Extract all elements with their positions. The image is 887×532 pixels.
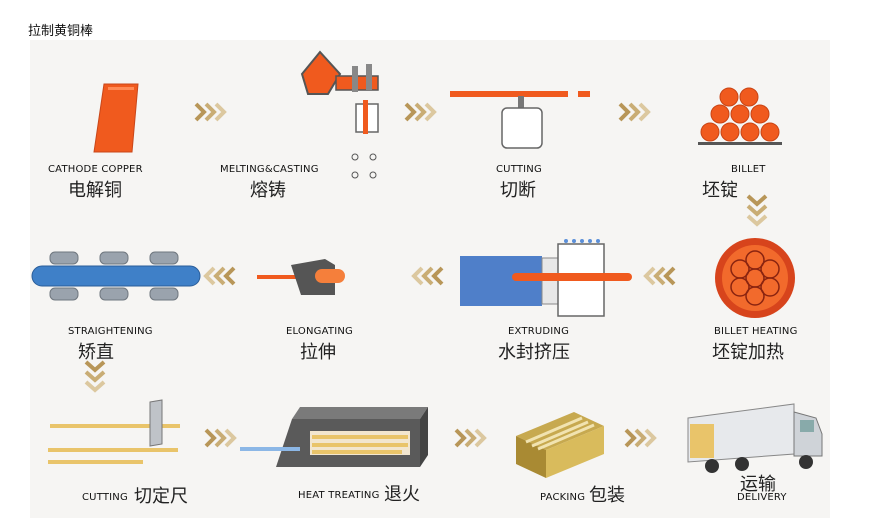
billet-heating-illustration [715, 238, 795, 318]
billet-cn-label: 坯锭 [702, 180, 738, 201]
packing-label: PACKING [540, 492, 586, 503]
heat-treating-cn-label: 退火 [384, 484, 420, 505]
arrow-left-1 [643, 266, 676, 286]
melting-casting-label: MELTING&CASTING [220, 164, 319, 175]
extruding-press-illustration [460, 239, 632, 317]
cutting-saw-illustration [450, 91, 590, 149]
cutting-to-length-illustration [48, 399, 180, 464]
packing-box-illustration [516, 412, 604, 478]
extruding-cn-label: 水封挤压 [498, 342, 570, 363]
straightening-cn-label: 矫直 [78, 342, 114, 363]
delivery-label: DELIVERY [737, 492, 787, 503]
arrow-right-5 [454, 428, 487, 448]
cathode-copper-illustration [93, 83, 139, 153]
arrow-left-2 [411, 266, 444, 286]
extruding-label: EXTRUDING [508, 326, 570, 337]
delivery-cn-label: 运输 [740, 474, 776, 495]
cutting-label: CUTTING [496, 164, 542, 175]
cathode-copper-cn-label: 电解铜 [68, 180, 122, 201]
heat-treating-furnace-illustration [240, 407, 428, 467]
arrow-down-2 [84, 360, 106, 393]
arrow-right-4 [204, 428, 237, 448]
arrow-right-2 [404, 102, 437, 122]
arrow-down-1 [746, 194, 768, 227]
straightening-label: STRAIGHTENING [68, 326, 153, 337]
melting-casting-illustration [300, 50, 379, 179]
delivery-truck-illustration [687, 403, 823, 473]
elongating-die-illustration [257, 259, 345, 295]
heat-treating-label: HEAT TREATING [298, 490, 380, 501]
straightening-rollers-illustration [31, 251, 201, 301]
elongating-cn-label: 拉伸 [300, 342, 336, 363]
billet-heating-label: BILLET HEATING [714, 326, 798, 337]
cutting-cn-label: 切断 [500, 180, 536, 201]
billet-stack-illustration [698, 87, 782, 145]
arrow-right-1 [194, 102, 227, 122]
billet-heating-cn-label: 坯锭加热 [712, 342, 784, 363]
cutting-to-length-cn-label: 切定尺 [134, 486, 188, 507]
cathode-copper-label: CATHODE COPPER [48, 164, 143, 175]
cutting-to-length-label: CUTTING [82, 492, 128, 503]
arrow-right-3 [618, 102, 651, 122]
billet-label: BILLET [731, 164, 766, 175]
arrow-left-3 [203, 266, 236, 286]
arrow-right-6 [624, 428, 657, 448]
elongating-label: ELONGATING [286, 326, 353, 337]
page-title: 拉制黄铜棒 [28, 24, 94, 39]
melting-casting-cn-label: 熔铸 [250, 180, 286, 201]
packing-cn-label: 包装 [589, 485, 625, 506]
